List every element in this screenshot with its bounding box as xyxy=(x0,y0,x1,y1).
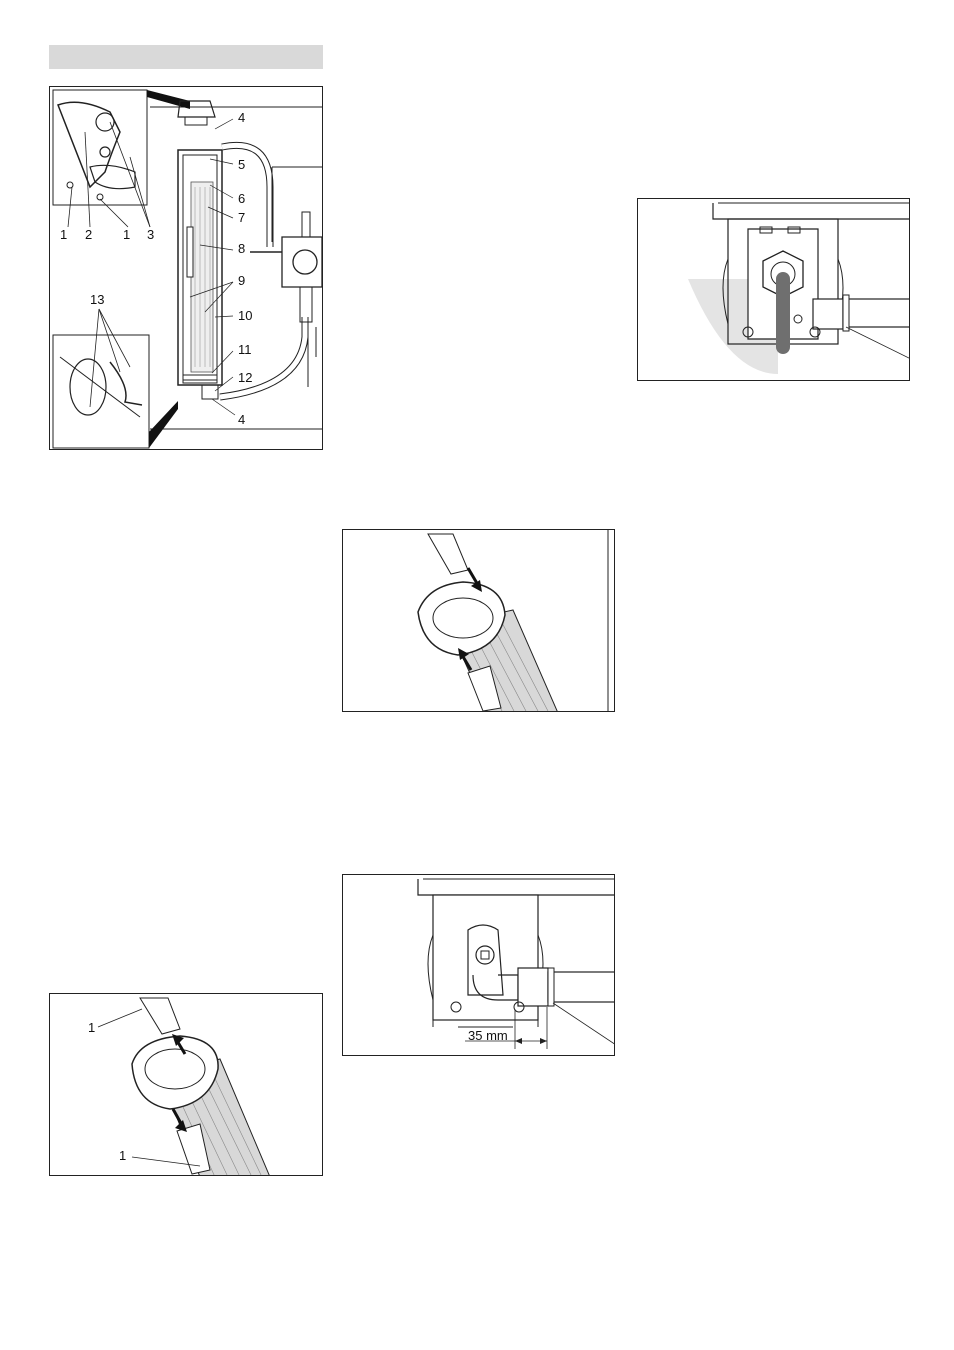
callout-7: 7 xyxy=(238,211,245,224)
figure-cap-removal: 1 1 xyxy=(49,993,323,1176)
callout-4-bottom: 4 xyxy=(238,413,245,426)
inset-label-13: 13 xyxy=(90,293,104,306)
pump-bracket xyxy=(468,925,503,995)
cap-install-drawing xyxy=(343,530,615,712)
callout-11: 11 xyxy=(238,343,252,356)
cap-label-1-bottom: 1 xyxy=(119,1149,126,1162)
callout-8: 8 xyxy=(238,242,245,255)
pump-drain-drawing xyxy=(638,199,910,381)
cap-label-1-top: 1 xyxy=(88,1021,95,1034)
callout-10: 10 xyxy=(238,309,252,322)
filter-assembly-drawing xyxy=(50,87,323,450)
inset-label-3: 3 xyxy=(147,228,154,241)
callout-6: 6 xyxy=(238,192,245,205)
inset-label-2: 2 xyxy=(85,228,92,241)
dimension-label: 35 mm xyxy=(468,1029,508,1042)
drain-hose xyxy=(776,272,790,354)
callout-4-top: 4 xyxy=(238,111,245,124)
inset-label-1b: 1 xyxy=(123,228,130,241)
callout-5: 5 xyxy=(238,158,245,171)
figure-pump-drain xyxy=(637,198,910,381)
clip-top xyxy=(428,534,468,574)
figure-filter-assembly: 4 5 6 7 8 9 10 11 12 4 1 2 1 3 13 xyxy=(49,86,323,450)
figure-pump-hose-clamp: 35 mm xyxy=(342,874,615,1056)
callout-12: 12 xyxy=(238,371,252,384)
figure-cap-install xyxy=(342,529,615,712)
section-header-bar xyxy=(49,45,323,69)
inset-bracket-detail xyxy=(53,335,149,448)
inset-label-1a: 1 xyxy=(60,228,67,241)
hose xyxy=(548,972,615,1002)
hose-clamp xyxy=(548,968,554,1006)
clip-top xyxy=(140,998,180,1034)
callout-9: 9 xyxy=(238,274,245,287)
